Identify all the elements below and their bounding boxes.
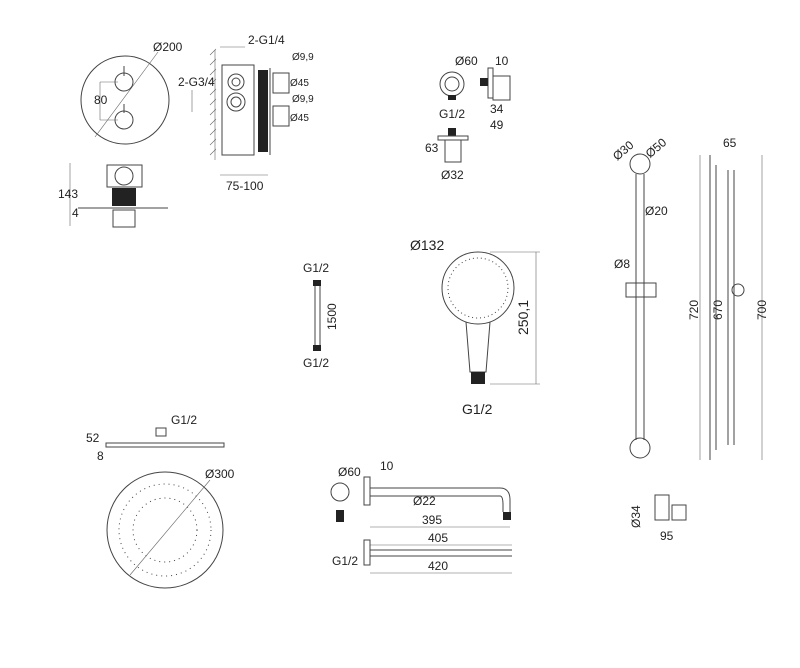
hose-thread-top: G1/2 [303, 261, 329, 275]
rail-total: 720 [687, 300, 701, 320]
inlet-top-label: 2-G1/4 [248, 33, 285, 47]
outlet-depth2: 49 [490, 118, 504, 132]
arm-reach3: 420 [428, 559, 448, 573]
slide-rail: Ø30 Ø50 65 Ø20 Ø8 720 670 700 Ø34 95 [610, 135, 769, 543]
rail-offset: 65 [723, 136, 737, 150]
outlet-thread: G1/2 [439, 107, 465, 121]
overhead-thread: G1/2 [171, 413, 197, 427]
arm-plate: 10 [380, 459, 394, 473]
holder-diameter: Ø34 [629, 505, 643, 528]
thermostat-front: Ø200 80 [80, 40, 183, 145]
wall-outlet: Ø60 10 G1/2 34 49 63 Ø32 [425, 54, 511, 182]
arm-reach1: 395 [422, 513, 442, 527]
thermostat-side: 2-G1/4 2-G3/4 Ø9,9 Ø45 Ø9,9 Ø45 75-100 [178, 33, 314, 193]
arm-thread: G1/2 [332, 554, 358, 568]
holder-width: 95 [660, 529, 674, 543]
rail-tube: Ø20 [645, 204, 668, 218]
outlet-diameter: Ø60 [455, 54, 478, 68]
rail-length: 700 [755, 300, 769, 320]
knob2-label: Ø45 [290, 113, 309, 124]
overhead-diameter: Ø300 [205, 467, 235, 481]
thermostat-spacing: 80 [94, 93, 108, 107]
thermostat-top: 143 4 [58, 163, 168, 228]
arm-flange: Ø60 [338, 465, 361, 479]
arm-tube: Ø22 [413, 494, 436, 508]
spindle2-label: Ø9,9 [292, 94, 314, 105]
overhead-shower: G1/2 52 8 Ø300 [86, 413, 235, 589]
rail-holder: Ø8 [614, 257, 630, 271]
outlet-height: 63 [425, 141, 439, 155]
arm-reach2: 405 [428, 531, 448, 545]
overhead-thickness: 8 [97, 449, 104, 463]
outlet-plate: 10 [495, 54, 509, 68]
hand-shower: Ø132 250,1 G1/2 [410, 237, 540, 417]
shower-arm: Ø60 10 Ø22 395 405 G1/2 420 [330, 459, 512, 574]
hand-shower-length: 250,1 [515, 300, 531, 335]
outlet-depth1: 34 [490, 102, 504, 116]
spindle1-label: Ø9,9 [292, 52, 314, 63]
hand-shower-head: Ø132 [410, 237, 444, 253]
rail-bracket-inner: Ø30 [610, 138, 637, 164]
shower-hose: G1/2 1500 G1/2 [303, 261, 339, 370]
overhead-height: 52 [86, 431, 100, 445]
hose-thread-bottom: G1/2 [303, 356, 329, 370]
height-label: 143 [58, 187, 78, 201]
outlet-body: Ø32 [441, 168, 464, 182]
rail-centers: 670 [711, 300, 725, 320]
plate-label: 4 [72, 206, 79, 220]
hose-length: 1500 [325, 303, 339, 330]
inlet-side-label: 2-G3/4 [178, 75, 215, 89]
knob1-label: Ø45 [290, 78, 309, 89]
hand-shower-thread: G1/2 [462, 401, 493, 417]
depth-label: 75-100 [226, 179, 264, 193]
thermostat-diameter: Ø200 [153, 40, 183, 54]
